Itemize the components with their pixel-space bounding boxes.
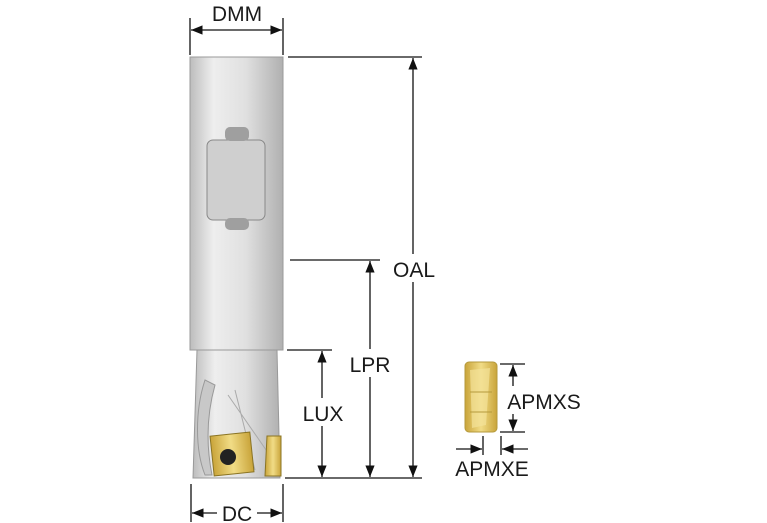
- dim-lpr: LPR: [290, 259, 394, 477]
- dim-apmxe: APMXE: [455, 436, 529, 481]
- dim-oal: OAL: [285, 56, 440, 479]
- dim-dc: DC: [190, 484, 284, 523]
- label-lux: LUX: [303, 403, 344, 426]
- label-dc: DC: [222, 503, 252, 523]
- tool-shank: [189, 56, 284, 351]
- label-apmxe: APMXE: [455, 458, 529, 481]
- label-dmm: DMM: [212, 3, 262, 26]
- label-apmxs: APMXS: [507, 391, 581, 414]
- insert-detail: [464, 361, 498, 433]
- dim-dmm: DMM: [189, 0, 284, 55]
- label-lpr: LPR: [350, 354, 391, 377]
- tool-head: [192, 349, 282, 479]
- dim-lux: LUX: [287, 349, 348, 477]
- label-oal: OAL: [393, 259, 435, 282]
- dim-apmxs: APMXS: [500, 363, 587, 433]
- insert-screw: [220, 449, 236, 465]
